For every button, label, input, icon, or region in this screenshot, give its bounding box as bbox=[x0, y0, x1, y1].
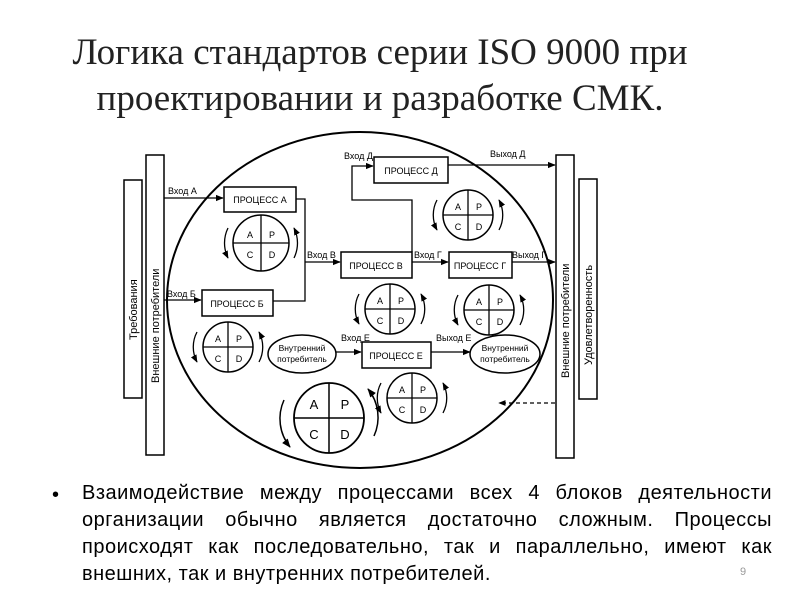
pdca-g-p: P bbox=[497, 297, 503, 307]
pdca-main-c: C bbox=[309, 427, 318, 442]
pdca-main-a: A bbox=[310, 397, 319, 412]
cycle-arrow-e-right bbox=[442, 382, 450, 414]
right-outer-label: Удовлетворенность bbox=[583, 265, 595, 365]
process-e-box bbox=[361, 341, 432, 369]
internal-consumer-right-line1: Внутренний bbox=[482, 343, 529, 353]
pdca-e-c: C bbox=[399, 405, 406, 415]
input-g-label: Вход Г bbox=[414, 250, 442, 260]
left-inner-label: Внешние потребители bbox=[150, 269, 162, 383]
pdca-b-d: D bbox=[236, 354, 243, 364]
pdca-b-c: C bbox=[215, 354, 222, 364]
cycle-arrow-v-left bbox=[352, 293, 360, 325]
cycle-arrow-main-right bbox=[367, 388, 379, 437]
pdca-a-p: P bbox=[269, 230, 275, 240]
internal-consumer-right-line2: потребитель bbox=[480, 354, 530, 364]
cycle-arrow-e-left bbox=[374, 382, 382, 414]
title-line-1: Логика стандартов серии ISO 9000 при bbox=[72, 32, 688, 73]
pdca-circle-b: A P C D bbox=[202, 321, 254, 373]
pdca-e-d: D bbox=[420, 405, 427, 415]
input-e-label: Вход Е bbox=[341, 333, 370, 343]
process-d-label: ПРОЦЕСС Д bbox=[384, 166, 438, 176]
flow-v-to-d bbox=[351, 162, 413, 252]
pdca-d-p: P bbox=[476, 202, 482, 212]
input-a-label: Вход А bbox=[168, 186, 197, 196]
pdca-circle-g: A P C D bbox=[463, 284, 515, 336]
pdca-v-c: C bbox=[377, 316, 384, 326]
pdca-a-d: D bbox=[269, 250, 276, 260]
internal-consumer-left-line2: потребитель bbox=[277, 354, 327, 364]
cycle-arrow-g-left bbox=[451, 294, 459, 326]
pdca-d-d: D bbox=[476, 222, 483, 232]
cycle-arrow-a-right bbox=[293, 227, 300, 259]
pdca-v-a: A bbox=[377, 296, 383, 306]
pdca-d-c: C bbox=[455, 222, 462, 232]
cycle-arrow-main-left bbox=[279, 399, 291, 448]
bullet-paragraph: • Взаимодействие между процессами всех 4… bbox=[52, 480, 772, 600]
pdca-circle-d: A P C D bbox=[442, 189, 494, 241]
process-a-box bbox=[223, 186, 297, 213]
output-e-label: Выход Е bbox=[436, 333, 471, 343]
process-v-label: ПРОЦЕСС В bbox=[349, 261, 402, 271]
process-e-label: ПРОЦЕСС Е bbox=[369, 351, 422, 361]
flow-b-to-v bbox=[273, 262, 306, 302]
process-g-label: ПРОЦЕСС Г bbox=[454, 261, 506, 271]
cycle-arrow-v-right bbox=[420, 293, 428, 325]
pdca-v-d: D bbox=[398, 316, 405, 326]
pdca-d-a: A bbox=[455, 202, 461, 212]
pdca-e-a: A bbox=[399, 385, 405, 395]
process-b-box bbox=[201, 289, 274, 317]
bullet-text: Взаимодействие между процессами всех 4 б… bbox=[82, 482, 772, 585]
process-a-label: ПРОЦЕСС А bbox=[233, 195, 286, 205]
cycle-arrow-d-right bbox=[498, 199, 506, 231]
pdca-a-a: A bbox=[247, 230, 253, 240]
pdca-b-a: A bbox=[215, 334, 221, 344]
input-v-label: Вход В bbox=[307, 250, 336, 260]
output-g-label: Выход Г bbox=[512, 250, 546, 260]
left-inner-bar bbox=[145, 154, 165, 456]
left-outer-bar bbox=[123, 179, 143, 399]
internal-consumer-left bbox=[267, 334, 337, 374]
pdca-circle-a: A P C D bbox=[232, 214, 290, 272]
pdca-g-d: D bbox=[497, 317, 504, 327]
process-b-label: ПРОЦЕСС Б bbox=[210, 299, 263, 309]
pdca-circle-v: A P C D bbox=[364, 283, 416, 335]
cycle-arrow-d-left bbox=[430, 199, 438, 231]
pdca-v-p: P bbox=[398, 296, 404, 306]
pdca-g-c: C bbox=[476, 317, 483, 327]
pdca-main-d: D bbox=[340, 427, 349, 442]
cycle-arrow-g-right bbox=[519, 294, 527, 326]
input-b-label: Вход Б bbox=[167, 289, 196, 299]
internal-consumer-right bbox=[469, 334, 541, 374]
title-line-2: проектировании и разработке СМК. bbox=[96, 78, 664, 119]
cycle-arrow-a-left bbox=[222, 227, 229, 259]
pdca-e-p: P bbox=[420, 385, 426, 395]
pdca-circle-main: A P C D bbox=[293, 382, 365, 454]
slide-title: Логика стандартов серии ISO 9000 при про… bbox=[0, 30, 760, 122]
pdca-g-a: A bbox=[476, 297, 482, 307]
output-d-label: Выход Д bbox=[490, 149, 526, 159]
cycle-arrow-b-right bbox=[258, 331, 266, 363]
right-outer-bar bbox=[578, 178, 598, 400]
pdca-b-p: P bbox=[236, 334, 242, 344]
cycle-arrow-b-left bbox=[190, 331, 198, 363]
process-g-box bbox=[448, 251, 513, 279]
process-v-box bbox=[340, 251, 413, 279]
process-d-box bbox=[373, 156, 449, 184]
flow-a-to-v bbox=[296, 198, 306, 262]
right-inner-bar bbox=[555, 154, 575, 459]
internal-consumer-left-line1: Внутренний bbox=[279, 343, 326, 353]
pdca-circle-e: A P C D bbox=[386, 372, 438, 424]
input-d-label: Вход Д bbox=[344, 151, 373, 161]
right-inner-label: Внешние потребители bbox=[560, 264, 572, 378]
pdca-a-c: C bbox=[247, 250, 254, 260]
page-number: 9 bbox=[740, 566, 747, 578]
left-outer-label: Требования bbox=[128, 279, 140, 340]
pdca-main-p: P bbox=[341, 397, 350, 412]
bullet-dot: • bbox=[52, 484, 60, 506]
